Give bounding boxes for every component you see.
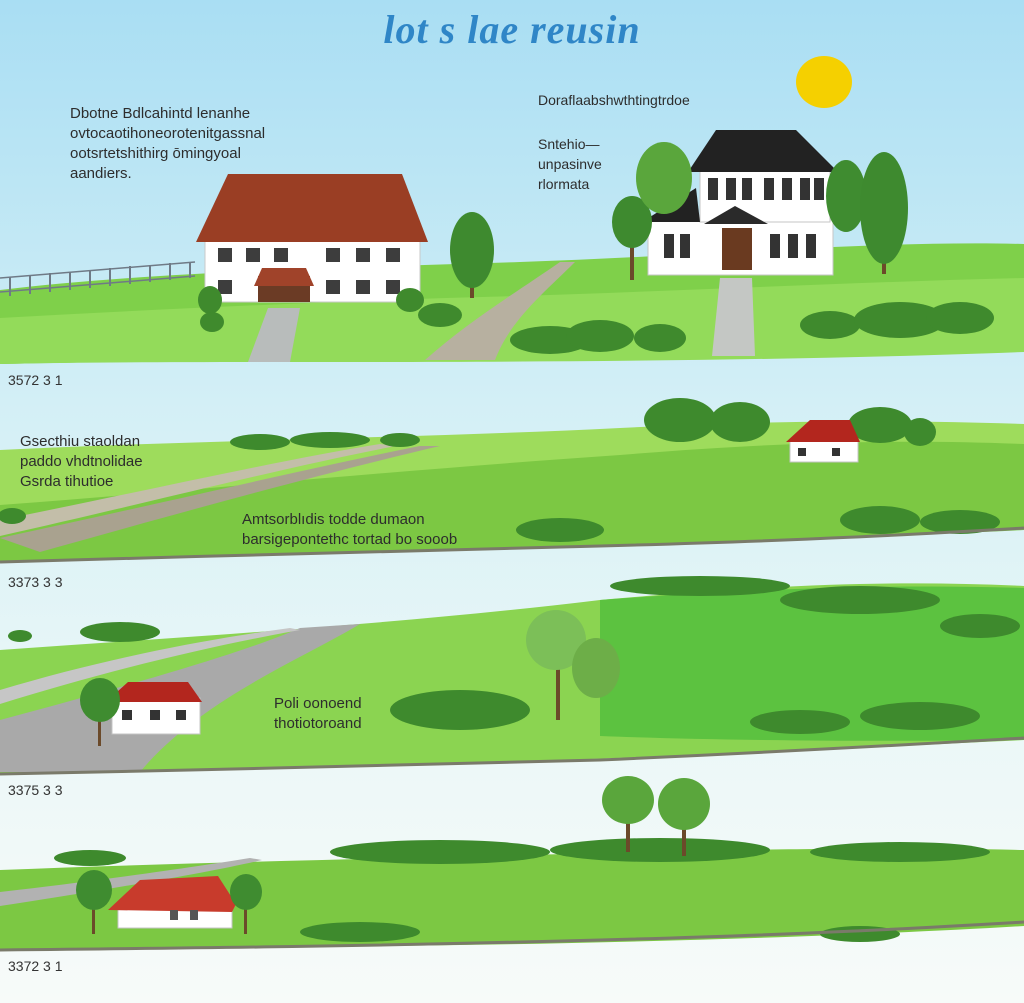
panel-2-left-text: Gsecthiu staoldan paddo vhdtnolidae Gsrd… bbox=[20, 432, 143, 492]
panel-1-right-title: Doraflaabshwthtingtrdoe bbox=[538, 92, 690, 108]
panel-2-left-line: paddo vhdtnolidae bbox=[20, 453, 143, 470]
panel-1-right-text: Sntehio— unpasinve rlormata bbox=[538, 134, 602, 194]
page-title: lot s lae reusin bbox=[383, 7, 641, 52]
panel-3-scene bbox=[0, 576, 1024, 776]
panel-3-number: 3375 3 3 bbox=[8, 782, 63, 798]
panel-2-scene bbox=[0, 398, 1024, 564]
panel-1-left-line: ovtocaotihoneorotenitgassnal bbox=[70, 125, 266, 142]
panel-2-left-line: Gsrda tihutioe bbox=[20, 473, 114, 490]
panel-1-left-text: Dbotne Bdlcahintd lenanhe ovtocaotihoneo… bbox=[70, 104, 265, 184]
panel-2-house bbox=[786, 420, 860, 463]
panel-4-scene bbox=[0, 776, 1024, 952]
panel-3-center-text: Poli oonoend thotiotoroand bbox=[274, 694, 362, 734]
panel-1-right-line: Sntehio— bbox=[538, 136, 600, 152]
panel-1-left-line: Dbotne Bdlcahintd lenanhe bbox=[70, 105, 251, 122]
panel-3-house bbox=[106, 682, 202, 735]
panel-1-right-line: unpasinve bbox=[538, 156, 602, 172]
panel-4-house bbox=[108, 876, 236, 929]
sun bbox=[796, 56, 852, 108]
panel-2-center-line: Amtsorblıdis todde dumaon bbox=[242, 511, 425, 528]
panel-2-center-text: Amtsorblıdis todde dumaon barsigeponteth… bbox=[242, 510, 457, 550]
panel-1-left-line: aandiers. bbox=[70, 165, 132, 182]
panel-2-center-line: barsigepontethc tortad bo sooob bbox=[242, 531, 458, 548]
panel-3-center-line: Poli oonoend bbox=[274, 695, 362, 712]
panel-1-number: 3572 3 1 bbox=[8, 372, 63, 388]
panel-2-left-line: Gsecthiu staoldan bbox=[20, 433, 141, 450]
panel-1-left-line: ootsrtetshithirg ōmingyoal bbox=[70, 145, 241, 162]
panel-2-number: 3373 3 3 bbox=[8, 574, 63, 590]
panel-3-center-line: thotiotoroand bbox=[274, 715, 362, 732]
panel-1-right-line: rlormata bbox=[538, 176, 590, 192]
panel-1-scene bbox=[0, 130, 1024, 364]
panel-4-number: 3372 3 1 bbox=[8, 958, 63, 974]
